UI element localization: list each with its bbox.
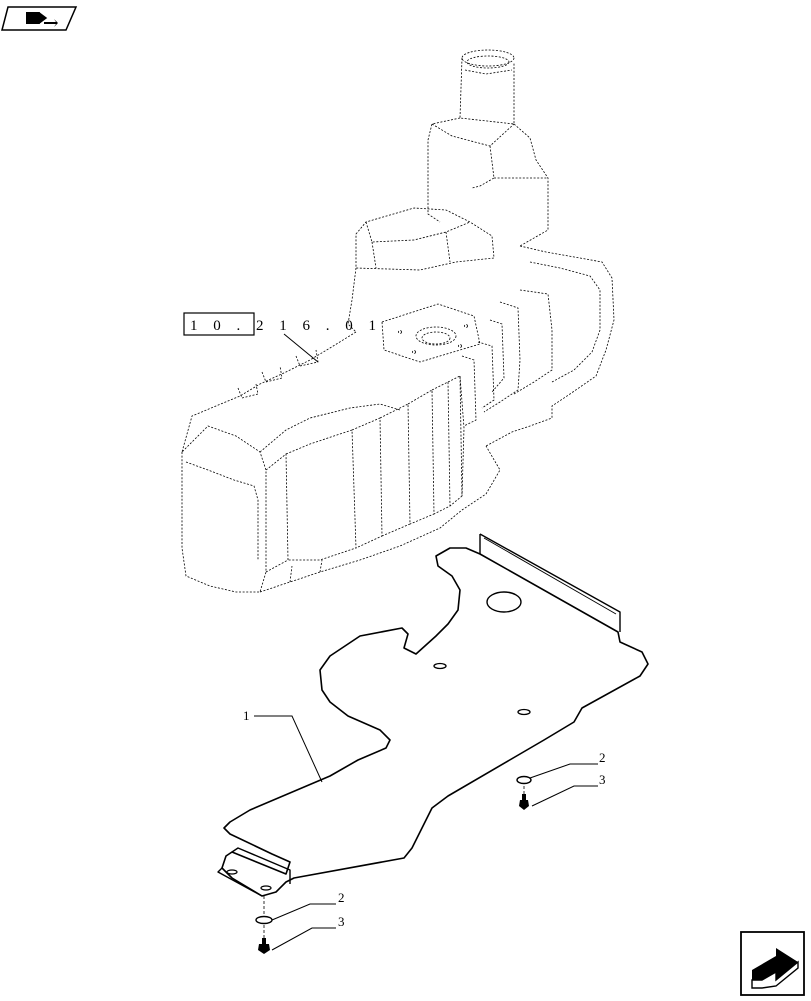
callout-washer-left: 2 — [338, 890, 345, 905]
callout-washer-right: 2 — [599, 750, 606, 765]
reference-callout: 1 0 . 2 1 6 . 0 1 — [183, 312, 382, 363]
bolt-right — [519, 794, 529, 810]
book-icon[interactable] — [1, 6, 78, 31]
callout-bolt-left: 3 — [338, 914, 345, 929]
fuel-tank-guard — [217, 533, 649, 897]
next-page-arrow-icon[interactable] — [740, 931, 805, 996]
bolt-left — [258, 938, 270, 954]
callout-guard: 1 — [243, 708, 250, 723]
washer-left — [255, 896, 273, 938]
reference-label: 1 0 . 2 1 6 . 0 1 — [190, 318, 382, 334]
callout-bolt-right: 3 — [599, 772, 606, 787]
fuel-tank-outline — [181, 49, 615, 593]
